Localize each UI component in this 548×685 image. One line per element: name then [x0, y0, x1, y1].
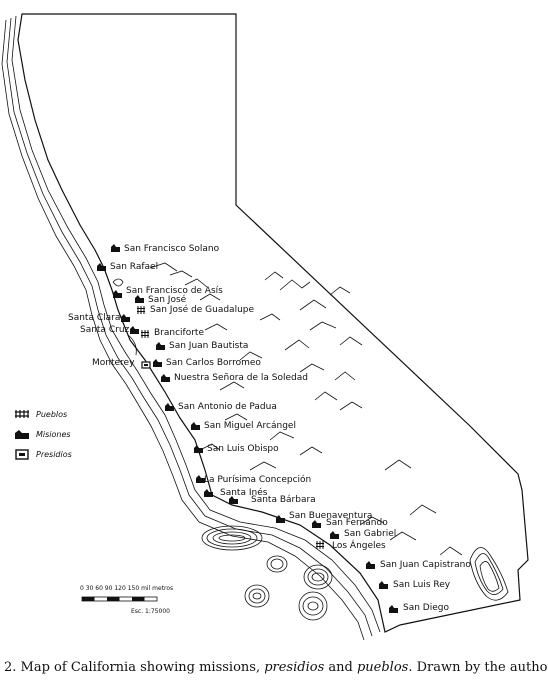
place-label: San Fernando [326, 518, 388, 528]
place-markers [97, 244, 398, 613]
mision-marker [330, 531, 339, 539]
mision-marker [130, 326, 139, 334]
place-label: San Juan Capistrano [380, 560, 471, 570]
place-label: Santa Clara [68, 313, 121, 323]
pueblo-marker [137, 306, 145, 314]
monterey-bay [127, 334, 137, 356]
place-label: San Francisco Solano [124, 244, 220, 254]
mision-marker [165, 403, 174, 411]
place-label: Santa Bárbara [251, 495, 316, 505]
place-label: San Miguel Arcángel [204, 421, 296, 431]
scale-ticks: 0 30 60 90 120 150 mil metros [80, 585, 174, 592]
place-label: Santa Cruz [80, 325, 130, 335]
place-label: San Antonio de Padua [178, 402, 277, 412]
mision-marker [121, 314, 130, 322]
place-label: San Gabriel [344, 529, 397, 539]
mision-marker [194, 445, 203, 453]
place-label: San Juan Bautista [169, 341, 249, 351]
place-label: San Diego [403, 603, 449, 613]
scale-bar [81, 596, 158, 602]
coast-contour-2 [6, 17, 373, 637]
place-label: Nuestra Señora de la Soledad [174, 373, 308, 383]
eastern-mountain [469, 547, 509, 601]
caption-mid: and [324, 660, 357, 675]
mision-marker [156, 342, 165, 350]
mision-icon [15, 430, 29, 439]
pueblo-icon [15, 410, 29, 418]
mision-marker [97, 263, 106, 271]
place-label: San Buenaventura [289, 511, 373, 521]
place-label: San José de Guadalupe [150, 305, 255, 315]
mision-marker [111, 244, 120, 252]
channel-islands [201, 525, 333, 621]
place-label: San Rafael [110, 262, 159, 272]
legend-presidios: Presidios [14, 448, 72, 460]
presidio-marker [141, 361, 151, 369]
place-label: Los Ángeles [332, 541, 386, 551]
mision-marker [113, 290, 122, 298]
figure-caption: 2. Map of California showing missions, p… [4, 660, 548, 675]
coast-contour-1 [11, 15, 381, 633]
mision-marker [276, 515, 285, 523]
mision-marker [204, 489, 213, 497]
caption-suffix: . Drawn by the author. [408, 660, 548, 675]
mision-marker [161, 374, 170, 382]
legend-pueblos-label: Pueblos [36, 409, 68, 419]
mision-marker [153, 359, 162, 367]
place-label: San José [148, 295, 187, 305]
mision-marker [312, 520, 321, 528]
coast-contour-3 [1, 19, 365, 640]
pueblo-marker [316, 541, 324, 549]
mision-marker [366, 561, 375, 569]
bay [112, 278, 124, 287]
place-label: San Luis Rey [393, 580, 451, 590]
legend-misiones-label: Misiones [36, 429, 71, 439]
pueblo-marker [141, 330, 149, 338]
presidio-icon [15, 449, 29, 460]
scale-note: Esc. 1:75000 [131, 608, 170, 615]
place-label: Santa Inés [220, 488, 268, 498]
mountain-ridges [149, 262, 463, 556]
place-label: Monterey [92, 358, 135, 368]
legend-presidios-label: Presidios [36, 449, 72, 459]
mision-marker [389, 605, 398, 613]
mision-marker [379, 581, 388, 589]
place-label: San Luis Obispo [207, 444, 279, 454]
place-label: San Carlos Borromeo [166, 358, 261, 368]
legend-pueblos: Pueblos [14, 408, 67, 420]
mision-marker [229, 496, 238, 504]
caption-italic-pueblos: pueblos [356, 660, 409, 675]
mision-marker [196, 475, 205, 483]
caption-prefix: 2. Map of California showing missions, [4, 660, 265, 675]
place-label: La Purísima Concepción [204, 475, 312, 485]
california-map [1, 13, 529, 640]
place-label: San Francisco de Asís [126, 286, 223, 296]
place-label: Branciforte [154, 328, 204, 338]
mision-marker [191, 422, 200, 430]
mision-marker [135, 295, 144, 303]
legend-misiones: Misiones [14, 428, 71, 440]
caption-italic-presidios: presidios [264, 660, 325, 675]
